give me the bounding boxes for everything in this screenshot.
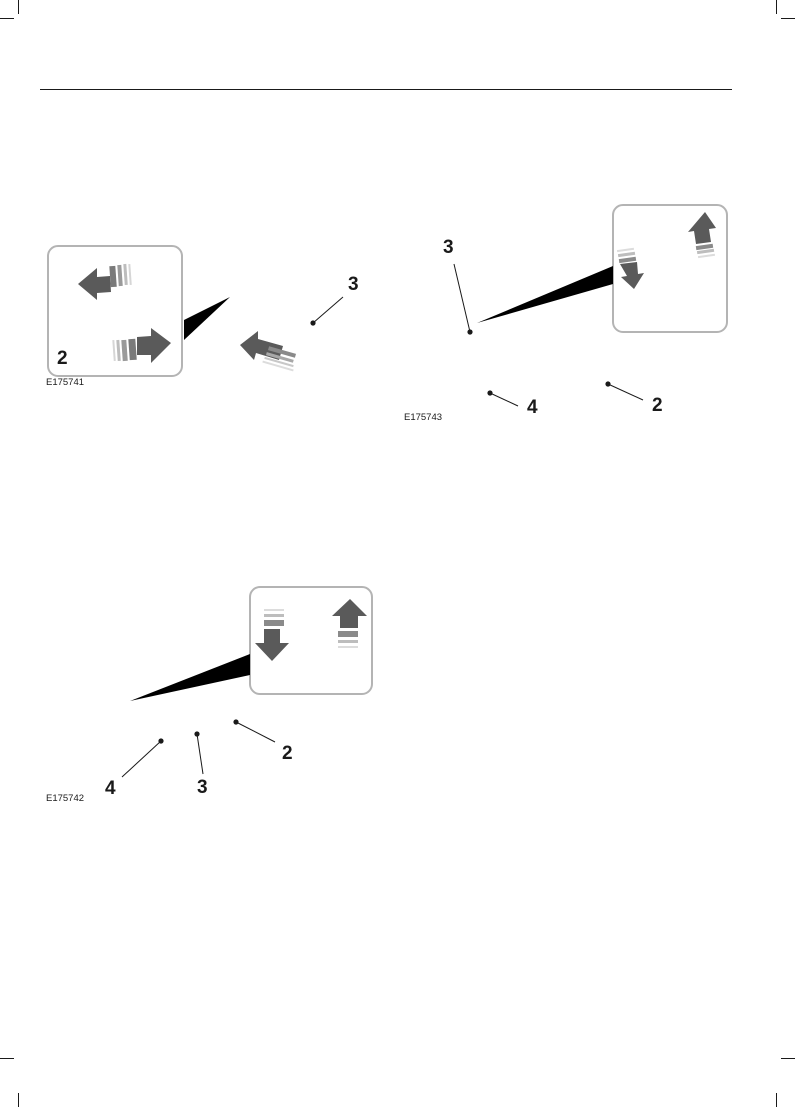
pointer-wedge xyxy=(130,654,250,701)
leader-2-dot xyxy=(605,381,610,386)
crop-mark-top-right xyxy=(776,0,777,14)
callout-4: 4 xyxy=(105,779,116,798)
leader-4-dot xyxy=(158,738,163,743)
leader-2 xyxy=(236,722,275,742)
crop-mark-bottom-right xyxy=(776,1093,777,1107)
leader-4-dot xyxy=(487,390,492,395)
callout-2: 2 xyxy=(282,744,293,763)
figure-id: E175741 xyxy=(46,378,84,388)
callout-3: 3 xyxy=(443,238,454,257)
leader-3-dot xyxy=(310,320,315,325)
leader-3 xyxy=(313,297,343,323)
callout-3: 3 xyxy=(348,275,359,294)
leader-4 xyxy=(490,393,518,406)
pointer-wedge xyxy=(477,266,613,323)
figure-e175743: 3 4 2 E175743 xyxy=(400,180,795,440)
leader-2 xyxy=(608,384,643,400)
leader-3-dot xyxy=(194,731,199,736)
callout-2: 2 xyxy=(57,349,68,368)
leader-3 xyxy=(454,264,470,332)
crop-mark-right-top xyxy=(781,18,795,19)
pointer-wedge xyxy=(184,297,230,340)
leader-3 xyxy=(197,734,203,774)
figure-e175743-illustration xyxy=(400,180,795,440)
callout-3: 3 xyxy=(197,778,208,797)
figure-e175742: 4 3 2 E175742 xyxy=(0,570,400,820)
arrow-up-left-icon xyxy=(240,331,296,371)
crop-mark-left-bottom xyxy=(0,1058,14,1059)
leader-2-dot xyxy=(233,719,238,724)
callout-4: 4 xyxy=(527,398,538,417)
crop-mark-bottom-left xyxy=(18,1093,19,1107)
crop-mark-right-bottom xyxy=(781,1058,795,1059)
callout-2: 2 xyxy=(652,396,663,415)
leader-4 xyxy=(122,741,161,777)
figure-id: E175743 xyxy=(404,413,442,423)
figure-id: E175742 xyxy=(46,794,84,804)
figure-e175741: 2 3 E175741 xyxy=(0,0,400,420)
leader-3-dot xyxy=(467,329,472,334)
